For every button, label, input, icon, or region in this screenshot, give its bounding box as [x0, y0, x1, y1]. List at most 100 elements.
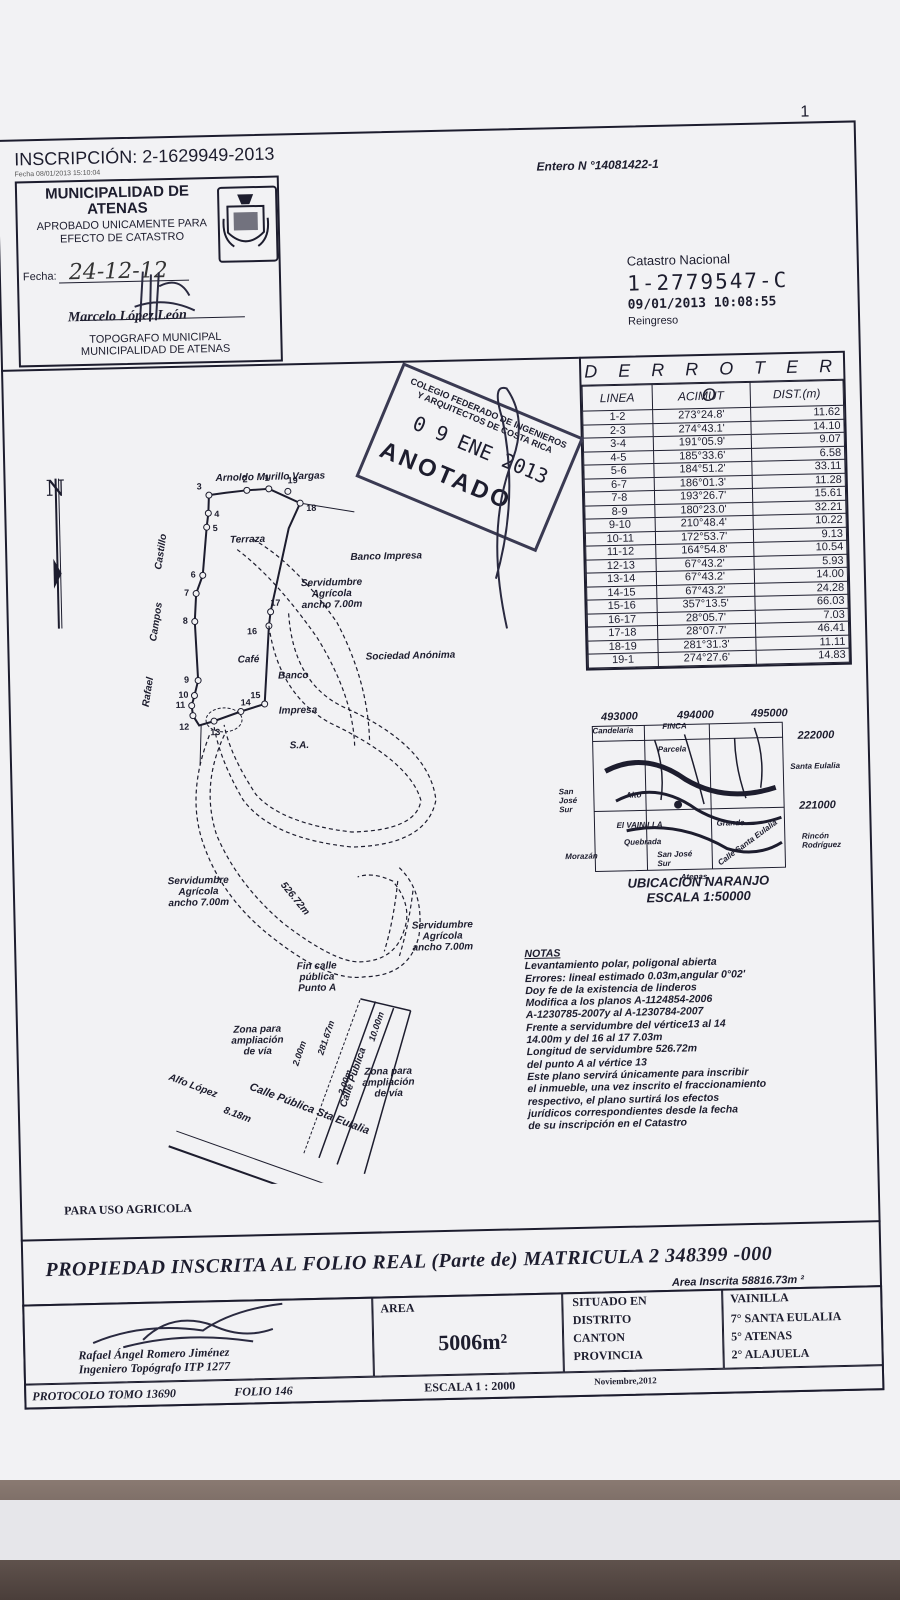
property-polygon [190, 487, 355, 766]
vainilla-value: VAINILLA [730, 1290, 789, 1306]
plan-drawing [53, 478, 437, 1190]
vertex-marker [296, 499, 304, 507]
area-label: AREA [380, 1300, 415, 1316]
coat-of-arms-icon [216, 185, 279, 263]
muni-fecha-label: Fecha: [22, 270, 57, 284]
vertex-label: 16 [246, 626, 258, 637]
vertex-label: 11 [175, 699, 186, 710]
map-place: Santa Eulalia [790, 760, 841, 772]
vertex-label: 13 [210, 726, 221, 738]
vertex-marker [199, 571, 207, 579]
vertex-marker [189, 712, 197, 720]
label-zona-2: Zona para ampliación de vía [362, 1065, 415, 1100]
vertex-marker [203, 523, 211, 531]
paper-bottom-flap [0, 1500, 900, 1560]
paper-sheet [0, 0, 900, 1560]
muni-signer-name: Marcelo López León [67, 307, 187, 326]
muni-approved-text: APROBADO UNICAMENTE PARA EFECTO DE CATAS… [36, 217, 208, 246]
label-fin-calle: Fin calle pública Punto A [296, 960, 337, 995]
municipal-approval-stamp: MUNICIPALIDAD DE ATENAS APROBADO UNICAME… [14, 175, 283, 368]
map-place: Quebrada [623, 837, 662, 847]
muni-signer-role: TOPOGRAFO MUNICIPAL MUNICIPALIDAD DE ATE… [80, 330, 231, 359]
catastro-nacional: Catastro Nacional 1-2779547-C 09/01/2013… [626, 251, 789, 313]
folio: FOLIO 146 [234, 1383, 293, 1399]
vertex-marker [192, 589, 200, 597]
location-map [591, 721, 787, 873]
use-label: PARA USO AGRICOLA [63, 1200, 193, 1218]
map-place: Candelaria [592, 725, 634, 736]
vertex-marker [265, 485, 273, 493]
vertex-markers [188, 485, 304, 725]
survey-plan: 1 INSCRIPCIÓN: 2-1629949-2013 Fecha 08/0… [0, 80, 887, 1439]
vertex-label: 6 [190, 569, 196, 580]
vertex-label: 14 [240, 697, 251, 708]
vertex-marker [243, 486, 251, 494]
map-place: Grande [716, 818, 745, 828]
map-place: Morazán [565, 851, 598, 862]
vertex-label: 7 [184, 587, 190, 598]
vertex-label: 19 [287, 475, 298, 486]
derrotero-dist: 14.83 [755, 648, 850, 664]
vertex-marker [194, 676, 202, 684]
vertex-label: 8 [182, 615, 188, 626]
vertex-marker [210, 717, 218, 725]
vertex-marker [204, 509, 212, 517]
label-sociedad: Sociedad Anónima [365, 649, 456, 663]
muni-signature [134, 271, 196, 322]
stamp-signature [494, 386, 520, 629]
distrito-value: 7° SANTA EULALIA [730, 1309, 842, 1326]
label-banco-impresa: Banco Impresa [350, 550, 423, 563]
situado-label: SITUADO EN [572, 1293, 647, 1310]
label-terraza: Terraza [229, 533, 266, 546]
escala: ESCALA 1 : 2000 [424, 1378, 516, 1395]
label-banco: Banco [277, 669, 309, 682]
provincia-label: PROVINCIA [573, 1347, 644, 1364]
label-sa: S.A. [289, 739, 310, 752]
map-place: Alto [625, 790, 642, 800]
map-x-tick-2: 494000 [676, 708, 714, 722]
map-place: San José Sur [657, 849, 693, 869]
provincia-value: 2° ALAJUELA [731, 1345, 810, 1362]
derrotero-acimut: 274°27.6' [657, 650, 757, 667]
vertex-marker [191, 618, 199, 626]
vertex-label: 17 [270, 597, 281, 608]
catastro-status: Reingreso [627, 314, 679, 328]
label-servidumbre-2: Servidumbre Agrícola ancho 7.00m [167, 874, 230, 910]
map-place: FINCA [662, 721, 687, 731]
label-impresa: Impresa [278, 704, 318, 717]
vertex-label: 5 [212, 522, 218, 534]
derrotero-linea: 19-1 [588, 652, 658, 668]
vertex-marker [237, 708, 245, 716]
map-x-tick-1: 493000 [600, 710, 638, 724]
entero-number: Entero N °14081422-1 [536, 156, 659, 174]
vertex-label: 12 [179, 721, 190, 732]
vertex-marker [267, 608, 275, 616]
map-place: Rincón Rodríguez [801, 831, 842, 850]
map-place: San José Sur [558, 786, 578, 815]
muni-title: MUNICIPALIDAD DE ATENAS [44, 182, 190, 218]
derrotero-header: DIST.(m) [749, 380, 844, 408]
vertex-label: 18 [306, 502, 317, 513]
page-number: 1 [800, 103, 810, 121]
engineer-signature [92, 1302, 283, 1349]
vertex-marker [188, 702, 196, 710]
map-place: Parcela [657, 744, 687, 755]
map-place: El VAINILLA [616, 819, 663, 831]
vertex-marker [261, 700, 269, 708]
vertex-label: 10 [178, 689, 189, 700]
street-lines [168, 998, 412, 1190]
vertex-label: 1 [264, 472, 270, 483]
map-x-tick-3: 495000 [750, 707, 788, 720]
north-arrow-icon [53, 478, 63, 629]
vertex-marker [205, 491, 213, 499]
label-cafe: Café [237, 654, 260, 666]
canton-value: 5° ATENAS [730, 1328, 793, 1344]
derrotero-header: LINEA [582, 384, 653, 412]
map-y-tick-1: 222000 [797, 729, 835, 742]
label-servidumbre-3: Servidumbre Agrícola ancho 7.00m [411, 919, 474, 954]
label-zona-1: Zona para ampliación de vía [231, 1023, 284, 1058]
north-label: N [45, 476, 66, 502]
vertex-label: 9 [184, 674, 190, 685]
vertex-marker [190, 692, 198, 700]
